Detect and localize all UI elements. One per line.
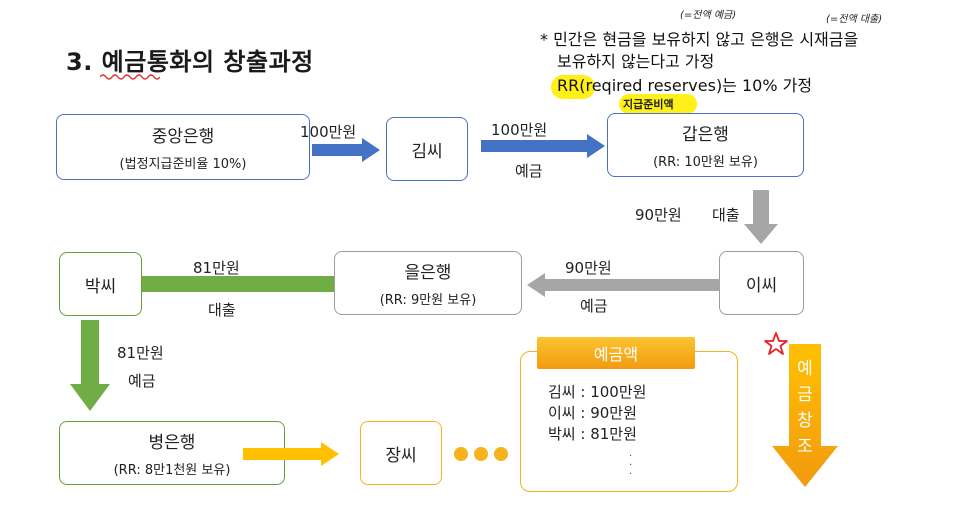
handwritten-note-reserve: 지급준비액 (623, 98, 674, 111)
kim-to-gap-amount: 100만원 (491, 121, 548, 139)
central-to-kim-amount: 100만원 (300, 123, 357, 141)
deposit-list-continuation: ··· (629, 451, 633, 480)
eul-bank-name: 을은행 (404, 263, 452, 283)
highlight-mark-2 (619, 94, 697, 114)
eul-bank-reserve: (RR: 9만원 보유) (379, 293, 477, 308)
park-to-byeong-amount: 81만원 (117, 344, 164, 362)
central-bank-node: 중앙은행 (법정지급준비율 10%) (56, 114, 310, 180)
gap-bank-name: 갑은행 (682, 125, 729, 145)
page-title: 3. 예금통화의 창출과정 (66, 48, 314, 76)
gap-bank-reserve: (RR: 10만원 보유) (653, 155, 758, 170)
bar-eul-to-park (142, 276, 334, 292)
arrow-lee-to-eul (527, 273, 720, 297)
continuation-dot (494, 447, 508, 461)
arrow-kim-to-gap (481, 134, 605, 158)
handwritten-note-loan: (=전액 대출) (826, 14, 883, 25)
central-bank-name: 중앙은행 (151, 127, 215, 147)
kim-name: 김씨 (411, 141, 443, 162)
lee-name: 이씨 (745, 275, 778, 296)
byeong-bank-name: 병은행 (148, 433, 196, 453)
central-bank-ratio: (법정지급준비율 10%) (119, 157, 247, 172)
kim-to-gap-kind: 예금 (515, 162, 543, 180)
eul-to-park-amount: 81만원 (193, 259, 240, 277)
eul-bank-node: 을은행 (RR: 9만원 보유) (334, 251, 522, 315)
gap-bank-node: 갑은행 (RR: 10만원 보유) (607, 113, 804, 177)
creation-char: 예 (797, 359, 813, 379)
arrow-gap-to-lee (744, 190, 778, 244)
deposit-list: 김씨 : 100만원 이씨 : 90만원 박씨 : 81만원 (548, 382, 646, 445)
lee-to-eul-kind: 예금 (580, 297, 608, 315)
gap-to-lee-kind: 대출 (712, 206, 740, 224)
creation-char: 금 (797, 385, 813, 405)
spellcheck-underline (100, 74, 160, 80)
star-icon (764, 332, 788, 355)
lee-node: 이씨 (719, 251, 804, 315)
assumption-line-3: RR(reqired reserves)는 10% 가정 (557, 76, 813, 95)
deposit-creation-label: 예 금 창 조 (791, 356, 819, 460)
deposit-item-park: 박씨 : 81만원 (548, 425, 637, 443)
lee-to-eul-amount: 90만원 (565, 259, 612, 277)
handwritten-note-deposit: (=전액 예금) (680, 10, 737, 21)
creation-char: 창 (797, 411, 813, 431)
continuation-dot (474, 447, 488, 461)
assumption-line-1: * 민간은 현금을 보유하지 않고 은행은 시재금을 (540, 30, 859, 49)
park-to-byeong-kind: 예금 (128, 372, 156, 390)
byeong-bank-reserve: (RR: 8만1천원 보유) (113, 463, 231, 478)
highlight-mark (551, 75, 595, 99)
creation-char: 조 (797, 437, 813, 457)
park-node: 박씨 (59, 252, 142, 316)
gap-to-lee-amount: 90만원 (635, 206, 682, 224)
eul-to-park-kind: 대출 (208, 301, 236, 319)
assumption-line-2: 보유하지 않는다고 가정 (557, 52, 715, 71)
arrow-park-to-byeong (70, 320, 110, 411)
deposit-item-kim: 김씨 : 100만원 (548, 383, 647, 401)
jang-name: 장씨 (385, 445, 417, 466)
continuation-dot (454, 447, 468, 461)
arrow-byeong-to-jang (243, 442, 339, 466)
arrow-central-to-kim (312, 138, 380, 162)
park-name: 박씨 (84, 276, 117, 297)
kim-node: 김씨 (386, 117, 468, 181)
deposit-creation-arrow (772, 344, 838, 487)
deposit-item-lee: 이씨 : 90만원 (548, 404, 637, 422)
deposit-summary-header: 예금액 (537, 337, 695, 369)
jang-node: 장씨 (360, 421, 442, 485)
